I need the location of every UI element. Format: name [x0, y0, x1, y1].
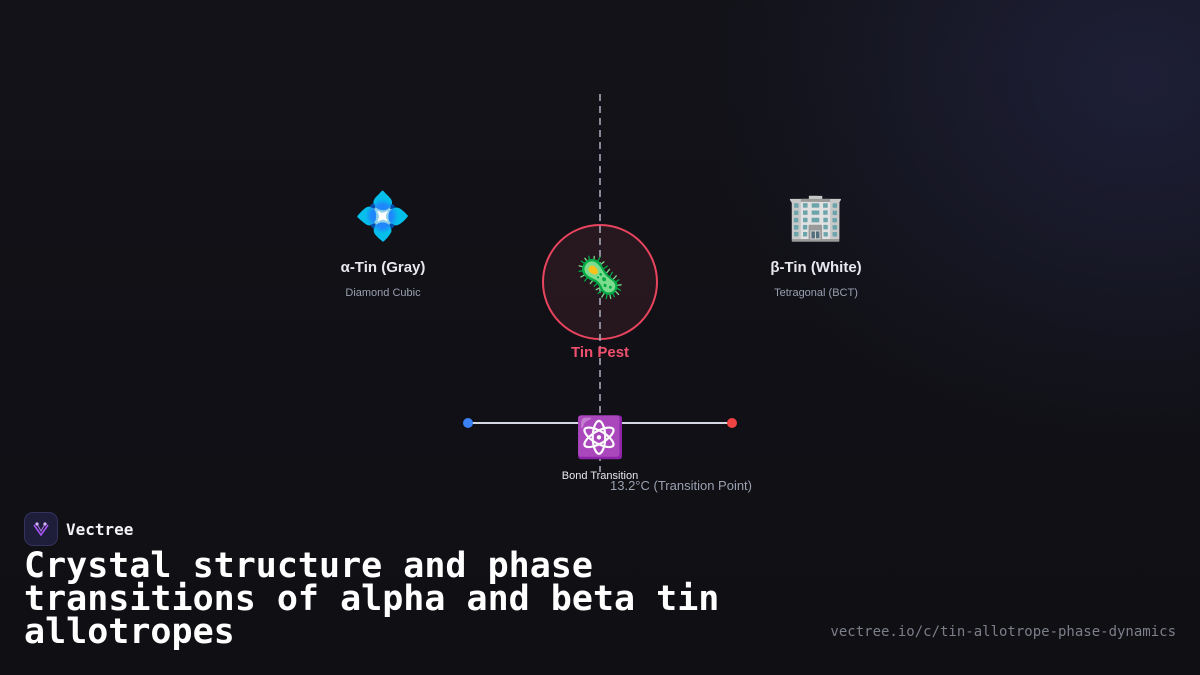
brand-name: Vectree: [66, 519, 134, 539]
beta-bond-endpoint: [727, 418, 737, 428]
source-url[interactable]: vectree.io/c/tin-allotrope-phase-dynamic…: [830, 624, 1176, 640]
alpha-tin-title: α-Tin (Gray): [340, 259, 426, 276]
brand: Vectree: [24, 512, 133, 546]
microbe-icon: 🦠: [575, 256, 625, 300]
transition-temperature-label: 13.2°C (Transition Point): [610, 478, 752, 493]
vectree-logo-icon: [24, 512, 58, 546]
bond-transition-label: Bond Transition: [561, 470, 639, 482]
beta-tin-structure: Tetragonal (BCT): [774, 287, 858, 299]
atom-icon: ⚛️: [575, 416, 625, 460]
alpha-bond-endpoint: [463, 418, 473, 428]
page-title: Crystal structure and phase transitions …: [24, 546, 720, 652]
beta-tin-title: β-Tin (White): [770, 259, 862, 276]
office-building-icon: 🏢: [787, 190, 845, 242]
diamond-crystal-icon: 💠: [354, 190, 412, 242]
alpha-tin-structure: Diamond Cubic: [345, 287, 421, 299]
tin-pest-label: Tin Pest: [570, 344, 630, 361]
